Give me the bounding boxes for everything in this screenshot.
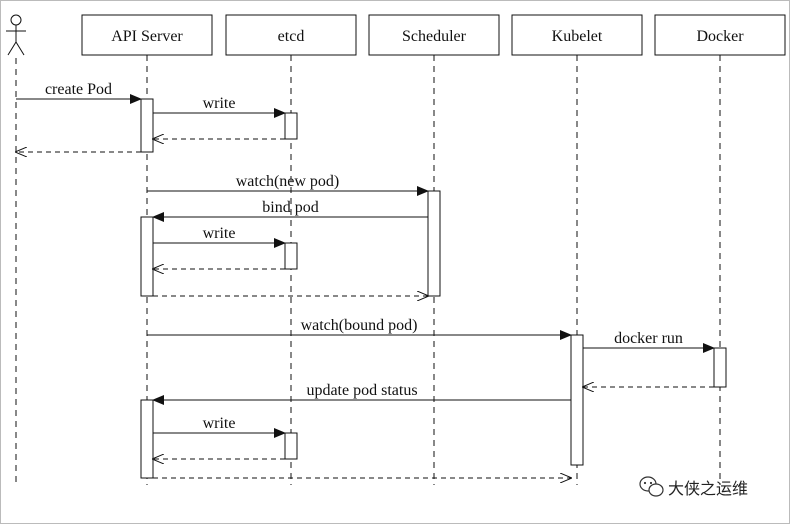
participant-label: API Server: [111, 28, 183, 45]
participant-label: etcd: [278, 28, 305, 45]
participant-etcd: etcd: [225, 14, 357, 56]
activation-etcd: [284, 242, 298, 270]
watermark-text: 大侠之运维: [668, 479, 748, 498]
participant-box: [511, 14, 643, 56]
participant-label: Scheduler: [402, 28, 467, 45]
message-label: update pod status: [306, 382, 417, 399]
call-message: watch(new pod): [147, 173, 429, 196]
message-label: bind pod: [262, 199, 318, 216]
watermark: 大侠之运维: [639, 476, 748, 498]
activation-docker: [713, 347, 727, 388]
message-label: create Pod: [45, 81, 112, 98]
participant-box: [81, 14, 213, 56]
activation-api: [140, 98, 154, 153]
activation-etcd: [284, 432, 298, 460]
participant-kubelet: Kubelet: [511, 14, 643, 56]
activation-scheduler: [427, 190, 441, 297]
message-label: docker run: [614, 330, 683, 347]
participant-box: [368, 14, 500, 56]
participant-label: Kubelet: [552, 28, 603, 45]
activation-api: [140, 399, 154, 479]
message-label: write: [203, 225, 236, 242]
message-label: write: [203, 95, 236, 112]
call-message: docker run: [583, 330, 715, 353]
message-label: write: [203, 415, 236, 432]
activation-kubelet: [570, 334, 584, 466]
participant-headers: API Server etcd Scheduler Kubelet Docker: [6, 14, 786, 56]
participant-api: API Server: [81, 14, 213, 56]
actor-user-icon: [6, 14, 26, 56]
call-message: create Pod: [16, 81, 142, 104]
messages: create Pod write watch(new pod) bind pod wri…: [16, 81, 715, 478]
participant-box: [225, 14, 357, 56]
call-message: watch(bound pod): [147, 317, 572, 340]
message-label: watch(new pod): [236, 173, 340, 190]
call-message: bind pod: [152, 199, 428, 222]
activation-etcd: [284, 112, 298, 140]
message-label: watch(bound pod): [301, 317, 418, 334]
participant-docker: Docker: [654, 14, 786, 56]
call-message: write: [153, 415, 286, 438]
participant-label: Docker: [696, 28, 744, 45]
wechat-icon: [639, 476, 664, 497]
call-message: update pod status: [152, 382, 571, 405]
call-message: write: [153, 225, 286, 248]
lifelines: [15, 55, 721, 485]
call-message: write: [153, 95, 286, 118]
participant-scheduler: Scheduler: [368, 14, 500, 56]
activation-api: [140, 216, 154, 297]
participant-box: [654, 14, 786, 56]
